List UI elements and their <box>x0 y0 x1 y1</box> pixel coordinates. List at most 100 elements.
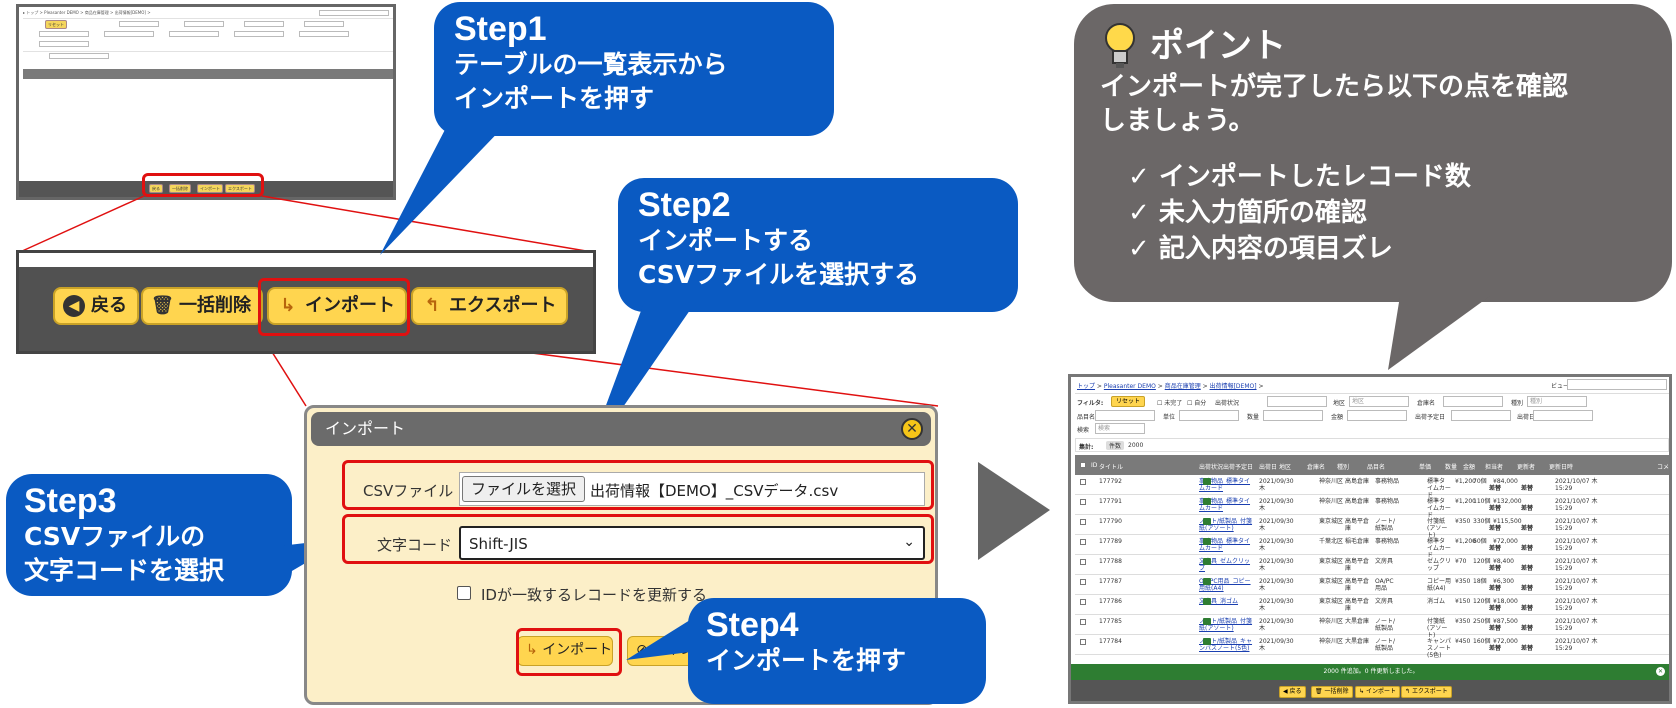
ss-import-button[interactable]: ↳ インポート <box>1355 686 1400 698</box>
update-checkbox[interactable] <box>457 586 471 600</box>
ss-column-header[interactable]: 出荷予定日 <box>1223 464 1254 471</box>
ss-column-header[interactable]: 地区 <box>1279 464 1292 471</box>
csv-highlight <box>342 460 934 510</box>
ss-column-header[interactable]: 種別 <box>1337 464 1350 471</box>
close-icon[interactable]: ✕ <box>901 418 923 440</box>
ss-crumb[interactable]: 出荷情報[DEMO] <box>1209 383 1257 390</box>
ss-row-action[interactable]: 差替 <box>1521 565 1534 572</box>
ss-row-title-link[interactable]: 文房具_消ゴム <box>1199 598 1239 605</box>
ss-input[interactable] <box>1263 410 1323 421</box>
ss-column-header[interactable]: 出荷状況 <box>1199 464 1224 471</box>
ss-column-header[interactable]: コメント <box>1657 464 1670 471</box>
ss-column-header[interactable]: 品目名 <box>1367 464 1386 471</box>
ss-back-button[interactable]: ◀ 戻る <box>1279 686 1306 698</box>
ss-row-action[interactable]: 差替 <box>1489 565 1502 572</box>
import-button[interactable]: ↳インポート <box>267 287 407 325</box>
ss-row-title-link[interactable]: 事務物品_標準タイムカード <box>1199 498 1251 512</box>
ss-input[interactable]: 種別 <box>1527 396 1587 407</box>
ss-filter-mine[interactable]: ☐ 自分 <box>1187 400 1207 407</box>
ss-input[interactable] <box>1095 410 1155 421</box>
ss-column-header[interactable]: 出荷日 <box>1259 464 1278 471</box>
export-button[interactable]: ↰エクスポート <box>411 287 569 325</box>
ss-label: 金額 <box>1331 414 1344 421</box>
row-checkbox[interactable] <box>1080 499 1086 505</box>
ss-reset-button[interactable]: リセット <box>1111 396 1146 407</box>
ss-input[interactable] <box>1267 396 1327 407</box>
ss-column-header[interactable]: タイトル <box>1099 464 1124 471</box>
ss-row-action[interactable]: 差替 <box>1489 485 1502 492</box>
choose-file-button[interactable]: ファイルを選択 <box>462 476 586 502</box>
ss-row-title-link[interactable]: ノート/紙製品_キャンパスノート(5色) <box>1199 638 1253 652</box>
ss-row-title-link[interactable]: 事務物品_標準タイムカード <box>1199 538 1251 552</box>
ss-row-title-link[interactable]: ノート/紙製品_付箋紙(アソート) <box>1199 618 1253 632</box>
ss-row-action[interactable]: 差替 <box>1489 645 1502 652</box>
ss-crumb[interactable]: 商品在庫管理 <box>1164 383 1201 390</box>
ss-row-action[interactable]: 差替 <box>1489 585 1502 592</box>
ss-column-header[interactable]: ID <box>1091 462 1098 469</box>
ss-row-action[interactable]: 差替 <box>1489 625 1502 632</box>
back-button[interactable]: ◀戻る <box>53 287 139 325</box>
row-checkbox[interactable] <box>1080 619 1086 625</box>
ss-column-header[interactable]: 更新日時 <box>1549 464 1574 471</box>
bulk-delete-button[interactable]: 🗑一括削除 <box>141 287 263 325</box>
ss-search-input[interactable]: 検索 <box>1095 423 1145 434</box>
ss-input[interactable] <box>1443 396 1503 407</box>
ss-row-action[interactable]: 差替 <box>1521 485 1534 492</box>
close-icon[interactable]: ✕ <box>1656 667 1665 676</box>
ss-column-header[interactable]: 倉庫名 <box>1307 464 1326 471</box>
ss-bulk-delete-button[interactable]: 🗑 一括削除 <box>1311 686 1353 698</box>
ss-select-all-checkbox[interactable] <box>1080 462 1086 468</box>
ss-row-action[interactable]: 差替 <box>1521 585 1534 592</box>
ss-row-action[interactable]: 差替 <box>1521 605 1534 612</box>
ss-column-header[interactable]: 担当者 <box>1485 464 1504 471</box>
ss-row-title-link[interactable]: ノート/紙製品_付箋紙(アソート) <box>1199 518 1253 532</box>
row-checkbox[interactable] <box>1080 539 1086 545</box>
ss-row-action[interactable]: 差替 <box>1521 505 1534 512</box>
row-checkbox[interactable] <box>1080 579 1086 585</box>
ss-input[interactable] <box>1179 410 1239 421</box>
ss-row-action[interactable]: 差替 <box>1489 525 1502 532</box>
ss-row-action[interactable]: 差替 <box>1489 545 1502 552</box>
ss-row-title-link[interactable]: 事務物品_標準タイムカード <box>1199 478 1251 492</box>
ss-row-action[interactable]: 差替 <box>1521 525 1534 532</box>
ss-filter-incomplete[interactable]: ☐ 未完了 <box>1157 400 1183 407</box>
ss-row-action[interactable]: 差替 <box>1489 505 1502 512</box>
ss-column-header[interactable]: 数量 <box>1445 464 1458 471</box>
row-checkbox[interactable] <box>1080 639 1086 645</box>
step3-line: 文字コードを選択 <box>24 556 225 585</box>
ss-input[interactable] <box>1347 410 1407 421</box>
ss-row-action[interactable]: 差替 <box>1521 545 1534 552</box>
ss-input[interactable] <box>1533 410 1593 421</box>
ss-row-title-link[interactable]: OA/PC用品_コピー用紙(A4) <box>1199 578 1251 592</box>
ss-row-title-link[interactable]: 文房具_ゼムクリップ <box>1199 558 1251 572</box>
row-checkbox[interactable] <box>1080 519 1086 525</box>
row-checkbox[interactable] <box>1080 599 1086 605</box>
file-input[interactable]: ファイルを選択 出荷情報【DEMO】_CSVデータ.csv <box>459 472 925 506</box>
ss-column-header[interactable]: 単価 <box>1419 464 1432 471</box>
ss-row-action[interactable]: 差替 <box>1521 645 1534 652</box>
ss-column-header[interactable]: 更新者 <box>1517 464 1536 471</box>
row-checkbox[interactable] <box>1080 559 1086 565</box>
ss-view-select[interactable] <box>1567 379 1667 390</box>
ss-row-action[interactable]: 差替 <box>1489 605 1502 612</box>
ss-crumb[interactable]: トップ <box>1077 383 1096 390</box>
ss-input[interactable] <box>1451 410 1511 421</box>
ss-row-action[interactable]: 差替 <box>1521 625 1534 632</box>
ss-input[interactable]: 地区 <box>1349 396 1409 407</box>
ss-column-header[interactable]: 金額 <box>1463 464 1476 471</box>
encoding-select[interactable]: Shift-JIS ⌄ <box>459 526 925 560</box>
dialog-import-button[interactable]: ↳ インポート <box>517 636 613 666</box>
ss-export-button[interactable]: ↰ エクスポート <box>1401 686 1452 698</box>
ss-cell: 2021/09/30 木 <box>1259 538 1294 552</box>
ss-crumb[interactable]: Pleasanter DEMO <box>1103 383 1156 390</box>
row-checkbox[interactable] <box>1080 479 1086 485</box>
